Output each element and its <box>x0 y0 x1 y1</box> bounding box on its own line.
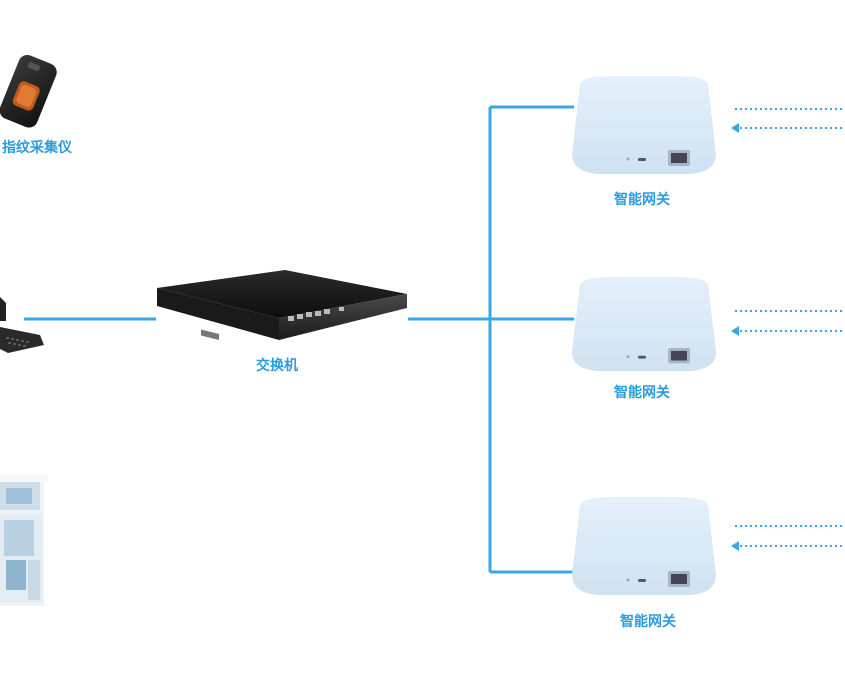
gateway-3-label: 智能网关 <box>620 614 676 630</box>
fingerprint-scanner-icon <box>0 54 57 128</box>
gateway-1-label: 智能网关 <box>614 192 670 208</box>
arrow-left-icon <box>731 326 739 336</box>
switch-label: 交换机 <box>256 358 298 374</box>
smart-gateway-icon <box>572 497 716 595</box>
smart-gateway-icon <box>572 76 716 174</box>
computer-icon <box>0 297 44 353</box>
arrow-left-icon <box>731 123 739 133</box>
gateway-2-label: 智能网关 <box>614 385 670 401</box>
arrow-left-icon <box>731 541 739 551</box>
smart-gateway-icon <box>572 277 716 372</box>
building-icon <box>0 474 48 606</box>
network-switch-icon <box>157 270 407 340</box>
fingerprint-label: 指纹采集仪 <box>2 140 72 156</box>
